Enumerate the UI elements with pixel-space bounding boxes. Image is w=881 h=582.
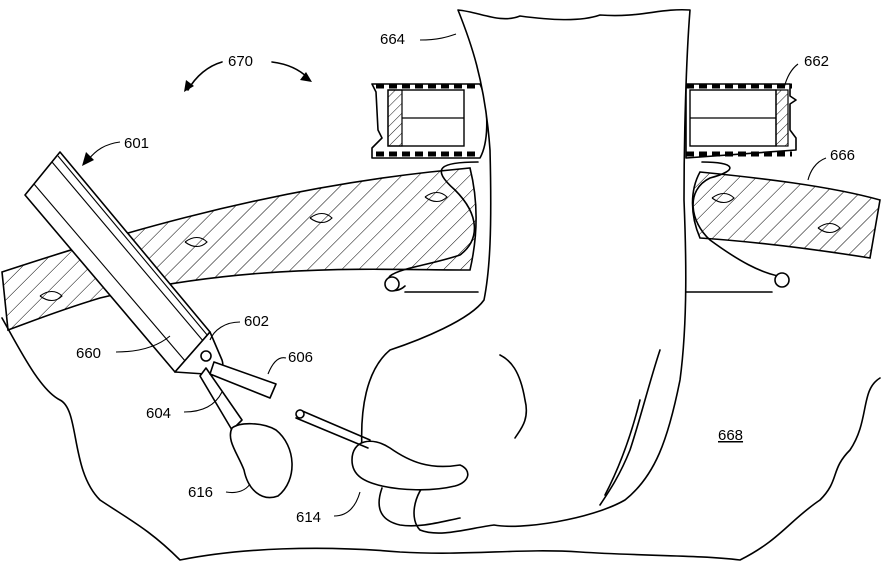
sleeve-ring-right [775, 273, 789, 287]
label-602: 602 [244, 313, 269, 330]
label-664: 664 [380, 31, 405, 48]
label-660: 660 [76, 345, 101, 362]
tissue-wall-right [693, 172, 881, 258]
rotation-arrow-right [272, 62, 308, 78]
tool-jaw-616 [230, 424, 292, 498]
label-616: 616 [188, 484, 213, 501]
label-601: 601 [124, 135, 149, 152]
label-662: 662 [804, 53, 829, 70]
label-668: 668 [718, 427, 743, 444]
sleeve-ring-left [385, 277, 399, 291]
instrument-614 [296, 410, 370, 448]
arrow-601-head [82, 152, 94, 166]
label-606: 606 [288, 349, 313, 366]
label-614: 614 [296, 509, 321, 526]
label-666: 666 [830, 147, 855, 164]
label-604: 604 [146, 405, 171, 422]
label-670: 670 [228, 53, 253, 70]
